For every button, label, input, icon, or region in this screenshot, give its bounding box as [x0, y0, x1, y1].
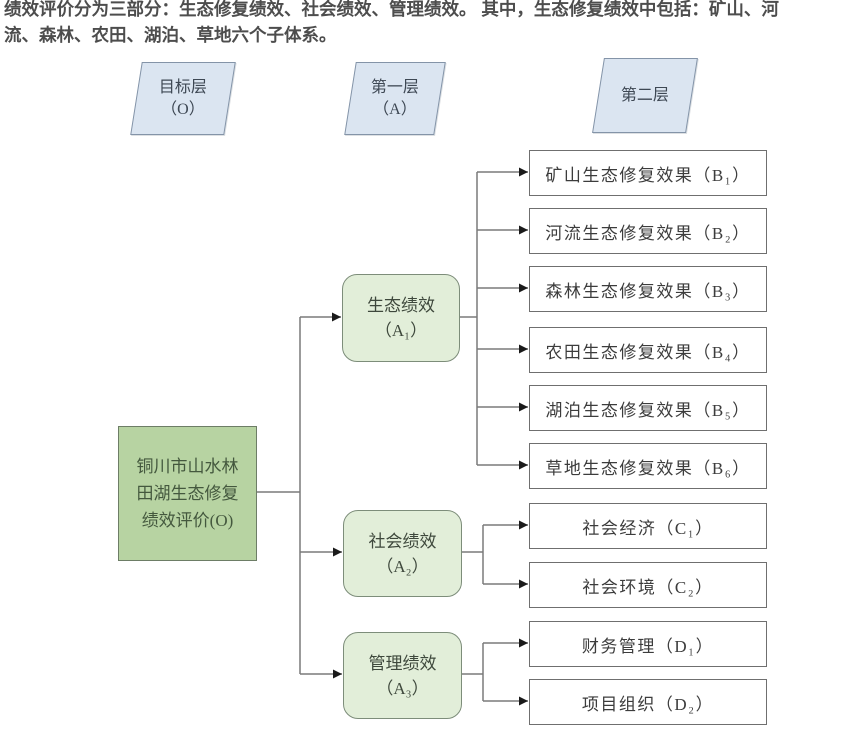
node-a1-code: （A₁） — [374, 321, 428, 340]
node-b4-label: 农田生态修复效果（B₄） — [545, 342, 751, 362]
root-line-2: 田湖生态修复 — [136, 484, 239, 503]
node-a2-code: （A₂） — [376, 556, 429, 576]
node-b1-mine-restoration: 矿山生态修复效果（B₁） — [529, 150, 767, 196]
header-parallelogram-target-layer: 目标层 （O） — [130, 62, 236, 135]
node-b4-farmland-restoration: 农田生态修复效果（B₄） — [529, 327, 767, 373]
node-a2-social-performance: 社会绩效 （A₂） — [343, 510, 462, 597]
node-b3-label: 森林生态修复效果（B₃） — [545, 281, 751, 301]
header-layer1-text: 第一层 （A） — [371, 77, 419, 121]
header-layer1-line1: 第一层 — [370, 78, 419, 96]
node-a3-management-performance: 管理绩效 （A₃） — [343, 632, 462, 719]
node-b6-grassland-restoration: 草地生态修复效果（B₆） — [529, 443, 767, 489]
node-b5-lake-restoration: 湖泊生态修复效果（B₅） — [529, 385, 767, 431]
node-b5-label: 湖泊生态修复效果（B₅） — [545, 400, 751, 420]
node-a2-label: 社会绩效 — [368, 531, 437, 551]
header-parallelogram-layer-1: 第一层 （A） — [344, 62, 446, 135]
node-a1-label: 生态绩效 — [367, 296, 435, 315]
header-layer1-line2: （A） — [373, 100, 417, 118]
node-a1-ecological-performance: 生态绩效 （A₁） — [342, 274, 460, 362]
node-a3-label: 管理绩效 — [368, 653, 437, 673]
node-b1-label: 矿山生态修复效果（B₁） — [545, 165, 751, 185]
wire-group — [255, 167, 528, 706]
root-line-1: 铜川市山水林 — [136, 457, 239, 476]
node-d2-label: 项目组织（D₂） — [581, 694, 715, 714]
node-a3-code: （A₃） — [376, 678, 429, 698]
node-d1-financial-management: 财务管理（D₁） — [529, 621, 767, 667]
node-b6-label: 草地生态修复效果（B₆） — [545, 458, 751, 478]
node-c1-social-economy: 社会经济（C₁） — [529, 503, 767, 549]
node-c2-social-environment: 社会环境（C₂） — [529, 562, 767, 608]
caption-line-2: 流、森林、农田、湖泊、草地六个子体系。 — [4, 25, 337, 45]
header-parallelogram-layer-2: 第二层 — [592, 58, 698, 133]
header-target-line2: （O） — [161, 100, 205, 118]
header-layer2-text: 第二层 — [621, 85, 669, 107]
node-c1-label: 社会经济（C₁） — [582, 518, 714, 538]
node-b2-label: 河流生态修复效果（B₂） — [545, 223, 751, 243]
header-layer2-line1: 第二层 — [620, 86, 669, 104]
header-target-line1: 目标层 — [158, 78, 207, 96]
caption: 绩效评价分为三部分：生态修复绩效、社会绩效、管理绩效。 其中，生态修复绩效中包括… — [4, 0, 850, 48]
header-target-layer-text: 目标层 （O） — [159, 77, 207, 121]
node-d2-project-organization: 项目组织（D₂） — [529, 679, 767, 725]
node-b2-river-restoration: 河流生态修复效果（B₂） — [529, 208, 767, 254]
node-c2-label: 社会环境（C₂） — [582, 577, 714, 597]
node-b3-forest-restoration: 森林生态修复效果（B₃） — [529, 266, 767, 312]
node-d1-label: 财务管理（D₁） — [581, 636, 715, 656]
node-root-objective: 铜川市山水林 田湖生态修复 绩效评价(O) — [118, 426, 257, 561]
caption-line-1: 绩效评价分为三部分：生态修复绩效、社会绩效、管理绩效。 其中，生态修复绩效中包括… — [4, 0, 779, 19]
root-line-3: 绩效评价(O) — [141, 511, 234, 530]
